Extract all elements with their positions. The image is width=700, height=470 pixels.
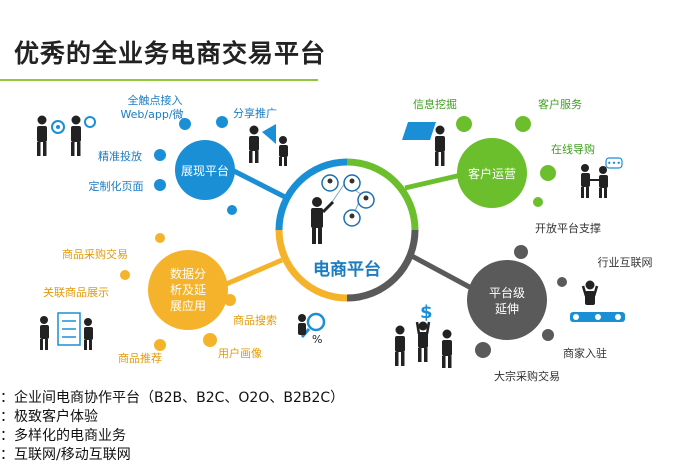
item-label: 分享推广 <box>233 106 277 120</box>
hub-customer <box>457 138 527 208</box>
item-label: 开放平台支撑 <box>535 221 601 235</box>
dot <box>456 116 472 132</box>
hub-analysis-label: 析及延 <box>170 283 206 297</box>
dot <box>515 116 531 132</box>
handshake-icon: ••• <box>581 157 623 198</box>
percent-label: % <box>312 333 322 346</box>
hub-analysis-label: 数据分 <box>170 266 206 281</box>
center-ring <box>275 158 419 302</box>
hub-extension-label: 延伸 <box>495 302 519 316</box>
dot <box>224 294 236 306</box>
dot <box>227 205 237 215</box>
page-title: 优秀的全业务电商交易平台 <box>14 39 327 68</box>
item-label: 关联商品展示 <box>43 285 109 299</box>
item-label: 精准投放 <box>98 149 142 163</box>
cheering-people-icon: $ <box>395 302 452 368</box>
dollar-label: $ <box>420 302 433 323</box>
title-underline <box>0 79 318 81</box>
footer-line-core: 核心：极致客户体验 <box>0 409 98 425</box>
hub-display <box>175 140 235 200</box>
item-label: 商家入驻 <box>563 346 607 360</box>
dot <box>542 329 554 341</box>
dot <box>120 270 130 280</box>
footer-line-access: 接入：互联网/移动互联网 <box>0 447 131 463</box>
connector-extension <box>408 252 477 293</box>
footer-line-positioning: 定位：企业间电商协作平台（B2B、B2C、O2O、B2B2C） <box>0 390 345 406</box>
footer-line-form: 形态：多样化的电商业务 <box>0 428 126 444</box>
checklist-icon <box>40 312 93 350</box>
hub-extension-label: 平台级 <box>489 285 525 300</box>
item-label: 用户画像 <box>218 346 262 360</box>
item-label: 大宗采购交易 <box>494 369 560 383</box>
item-label: 定制化页面 <box>89 179 144 193</box>
dot <box>155 233 165 243</box>
megaphone-people-icon <box>249 124 288 166</box>
presenter-icon <box>402 122 445 166</box>
dot <box>216 116 228 128</box>
dot <box>203 333 217 347</box>
connector-display <box>226 165 287 200</box>
target-people-icon <box>37 115 96 156</box>
item-label: 客户服务 <box>538 97 582 111</box>
hub-customer-label: 客户运营 <box>468 166 516 181</box>
magnifier-percent-icon: % <box>298 312 326 346</box>
hub-display-label: 展现平台 <box>181 163 229 178</box>
item-label: 信息挖掘 <box>413 97 457 111</box>
dot <box>514 245 528 259</box>
svg-text:•••: ••• <box>607 159 621 168</box>
dot <box>154 339 166 351</box>
hub-analysis-label: 展应用 <box>170 298 206 313</box>
connector-analysis <box>223 257 283 288</box>
dot <box>154 149 166 161</box>
item-label: 行业互联网 <box>598 256 653 269</box>
dot <box>540 165 556 181</box>
hub-extension <box>467 260 547 340</box>
item-label: 在线导购 <box>551 142 595 156</box>
item-label: 商品推荐 <box>118 351 162 365</box>
hub-analysis <box>148 250 228 330</box>
dot <box>533 197 543 207</box>
dot <box>557 277 567 287</box>
people-network-icon <box>311 174 375 244</box>
item-label: 全触点接入 <box>128 93 183 107</box>
dot <box>475 342 491 358</box>
podium-icon <box>570 280 625 322</box>
center-label: 电商平台 <box>313 259 381 280</box>
item-label: Web/app/微 <box>120 107 183 121</box>
dot <box>154 179 166 191</box>
item-label: 商品搜索 <box>233 313 277 327</box>
dot <box>179 118 191 130</box>
item-label: 商品采购交易 <box>62 247 128 261</box>
